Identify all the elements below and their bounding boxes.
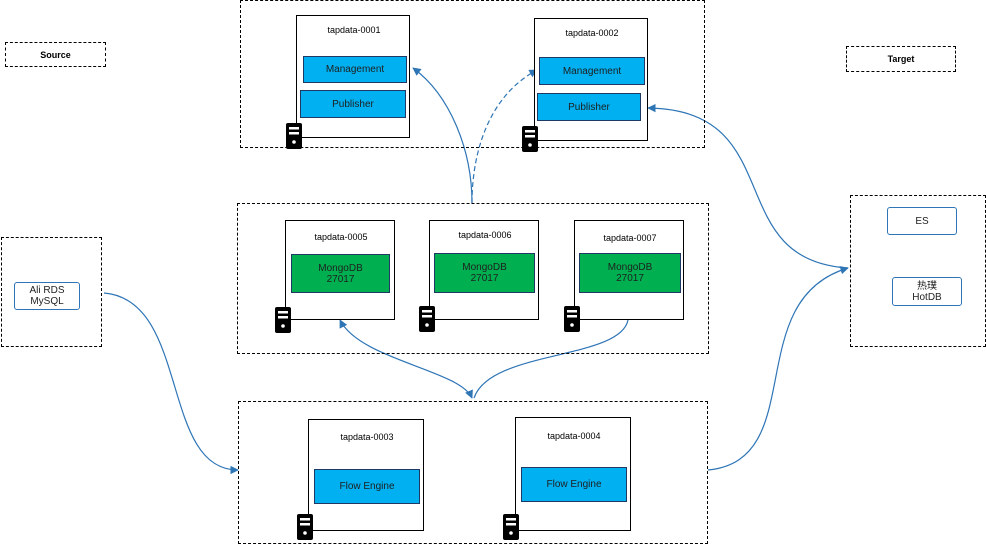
- source-label: Source: [5, 42, 106, 67]
- server-icon: [275, 307, 291, 333]
- mongo-to-management-2-arrow: [471, 69, 538, 204]
- mongo-7-to-flow-arrow: [473, 319, 629, 399]
- target-db-es: ES: [887, 207, 957, 235]
- server-icon: [522, 126, 538, 152]
- server-icon: [286, 123, 302, 149]
- management-service: Management: [303, 56, 407, 83]
- source-db: Ali RDS MySQL: [14, 282, 80, 310]
- server-icon: [503, 514, 519, 540]
- publisher-service: Publisher: [300, 90, 406, 118]
- node-tapdata-0003: tapdata-0003 Flow Engine: [308, 419, 424, 531]
- publisher-service: Publisher: [537, 93, 641, 121]
- node-name: tapdata-0006: [458, 230, 512, 240]
- node-tapdata-0004: tapdata-0004 Flow Engine: [515, 417, 631, 531]
- source-group: [1, 237, 102, 347]
- mongodb-instance: MongoDB 27017: [434, 253, 535, 293]
- server-icon: [419, 306, 435, 332]
- target-db-hotdb-line-1: 热璞: [917, 280, 937, 292]
- node-tapdata-0001: tapdata-0001 Management Publisher: [296, 15, 410, 138]
- target-to-publisher-arrow: [647, 103, 849, 269]
- source-to-flow-arrow: [103, 292, 239, 475]
- target-label: Target: [846, 46, 956, 72]
- db-port: 27017: [326, 273, 355, 285]
- server-icon: [297, 514, 313, 540]
- target-db-es-label: ES: [915, 215, 929, 227]
- node-tapdata-0002: tapdata-0002 Management Publisher: [534, 18, 648, 141]
- target-db-hotdb-line-2: HotDB: [912, 291, 942, 303]
- db-name: MongoDB: [318, 262, 363, 274]
- flow-engine-service: Flow Engine: [521, 467, 627, 502]
- flow-engine-service: Flow Engine: [314, 469, 420, 504]
- node-name: tapdata-0004: [547, 431, 601, 441]
- mongo-to-management-1-arrow: [412, 67, 473, 204]
- mongodb-instance: MongoDB 27017: [579, 253, 681, 293]
- node-name: tapdata-0005: [314, 232, 368, 242]
- server-icon: [564, 306, 580, 332]
- mongodb-instance: MongoDB 27017: [291, 254, 390, 293]
- management-group: [240, 0, 705, 148]
- flow-engine-group: [238, 401, 708, 544]
- source-db-line-2: MySQL: [30, 296, 64, 307]
- management-service: Management: [539, 57, 645, 85]
- node-name: tapdata-0003: [340, 432, 394, 442]
- node-name: tapdata-0002: [565, 28, 619, 38]
- db-port: 27017: [470, 273, 499, 284]
- flow-to-mongo-5-arrow: [339, 319, 473, 399]
- node-tapdata-0007: tapdata-0007 MongoDB 27017: [574, 220, 684, 320]
- node-tapdata-0006: tapdata-0006 MongoDB 27017: [429, 220, 539, 320]
- db-name: MongoDB: [607, 262, 653, 273]
- node-tapdata-0005: tapdata-0005 MongoDB 27017: [285, 220, 395, 320]
- db-name: MongoDB: [462, 262, 507, 273]
- node-name: tapdata-0001: [327, 25, 381, 35]
- target-db-hotdb: 热璞 HotDB: [892, 277, 962, 306]
- mongodb-group: [237, 203, 709, 354]
- source-db-line-1: Ali RDS: [29, 285, 65, 296]
- flow-to-target-arrow: [707, 266, 849, 471]
- node-name: tapdata-0007: [603, 233, 657, 243]
- db-port: 27017: [616, 273, 644, 284]
